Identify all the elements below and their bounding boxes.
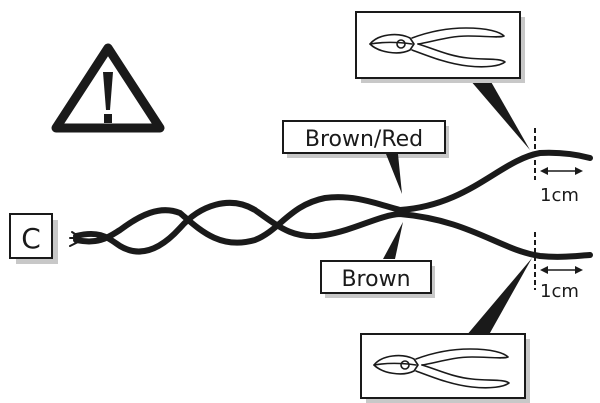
wire-label-upper: Brown/Red <box>282 120 449 194</box>
wire-cutter-icon <box>373 348 510 389</box>
twisted-pair-wire <box>69 149 593 260</box>
svg-text:Brown: Brown <box>341 267 410 292</box>
dimension-arrow-upper <box>540 167 583 175</box>
warning-triangle-icon <box>51 43 165 133</box>
connector-label: C <box>9 213 58 264</box>
svg-text:Brown/Red: Brown/Red <box>305 127 423 152</box>
cut-length-lower: 1cm <box>540 281 579 302</box>
wire-label-lower: Brown <box>320 222 435 298</box>
wire-cutter-icon <box>369 27 506 68</box>
svg-text:C: C <box>21 222 41 255</box>
cut-length-upper: 1cm <box>540 185 579 206</box>
wire-cutter-callout-upper <box>355 11 530 150</box>
dimension-arrow-lower <box>540 266 583 274</box>
wire-cutter-callout-lower <box>360 258 532 403</box>
